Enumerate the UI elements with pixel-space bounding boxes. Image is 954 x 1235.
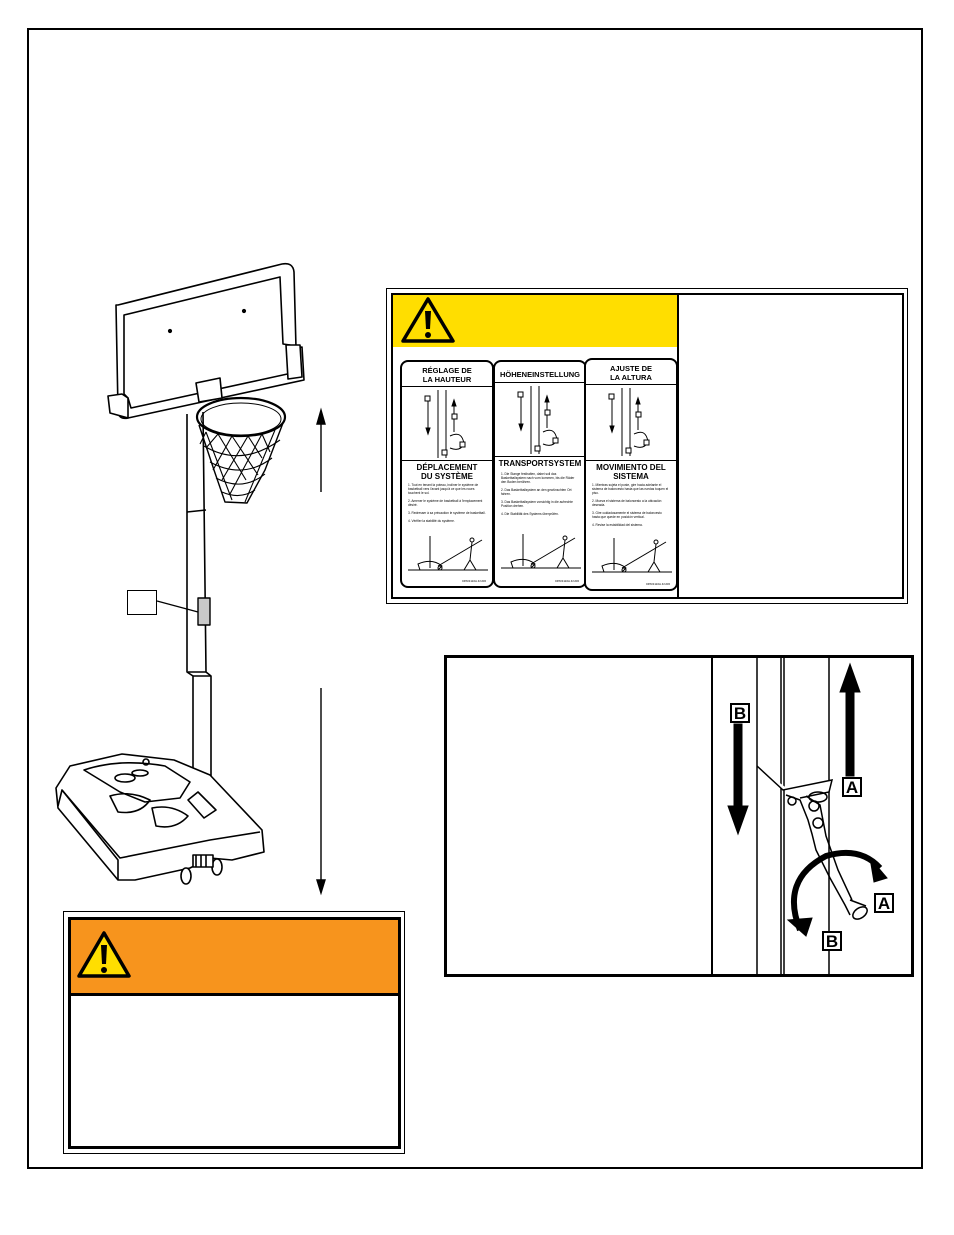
- card-steps: 1. Die Stange festhalten, dabei soll das…: [501, 472, 579, 520]
- card-step: 2. Mueva el sistema de baloncesto a la u…: [592, 499, 662, 508]
- card-separator: [586, 384, 676, 385]
- card-title-line2: LA HAUTEUR: [422, 375, 472, 384]
- label-a-top: A: [842, 777, 862, 797]
- card-title-line1: HÖHENEINSTELLUNG: [499, 370, 580, 379]
- card-separator: [402, 460, 492, 461]
- warning-outer-border: [63, 911, 405, 1154]
- card-separator: [586, 460, 676, 461]
- warning-triangle-icon: [77, 931, 131, 978]
- label-a-bottom: A: [874, 893, 894, 913]
- warning-header-orange: [71, 920, 398, 994]
- card-separator: [495, 456, 585, 457]
- warning-inner-border: [68, 917, 401, 1149]
- card-separator: [402, 386, 492, 387]
- crank-mechanism-diagram: [727, 658, 888, 974]
- card-section-line1: TRANSPORTSYSTEM: [498, 459, 582, 468]
- card-title-line1: AJUSTE DE: [609, 364, 653, 373]
- card-title-line1: RÉGLAGE DE: [422, 366, 472, 375]
- card-separator: [495, 382, 585, 383]
- card-step: 3. Das Basketballsystem vorsichtig in di…: [501, 500, 573, 509]
- card-section-line1: DÉPLACEMENT: [416, 463, 478, 472]
- label-card-french: RÉGLAGE DE LA HAUTEUR DÉPLACEMENT DU SYS…: [400, 360, 494, 588]
- card-step: 1. Tout en tenant la poteau, incliner le…: [408, 483, 479, 496]
- card-steps: 1. Tout en tenant la poteau, incliner le…: [408, 483, 486, 526]
- callout-box: [127, 590, 157, 615]
- label-divider: [677, 295, 679, 597]
- card-steps: 1. Mientras sujeta el poste, gire hacia …: [592, 483, 670, 531]
- card-step: 4. Die Stabilität des Systems überprüfen…: [501, 511, 559, 516]
- transport-diagram: [408, 536, 488, 571]
- height-adjust-diagram: [608, 388, 650, 456]
- label-card-spanish: AJUSTE DE LA ALTURA MOVIMIENTO DEL SISTE…: [584, 358, 678, 591]
- card-step: 4. Revise la estabilidad del sistema.: [592, 522, 643, 527]
- card-code: DPR4110A 4/1/06: [555, 579, 579, 583]
- card-section-line2: DU SYSTÈME: [420, 472, 473, 481]
- label-inner-border: [391, 293, 904, 599]
- warning-header-rule: [71, 993, 398, 996]
- card-step: 2. Amener le système de basketball à l'e…: [408, 499, 483, 508]
- warning-triangle-icon: [401, 297, 455, 343]
- card-code: DPR4110A 4/1/06: [646, 582, 670, 586]
- label-outer-border: [386, 288, 908, 604]
- card-step: 3. Redresser à sa précaution le système …: [408, 511, 486, 516]
- height-adjust-diagram: [517, 386, 559, 454]
- detail-divider: [711, 658, 713, 974]
- page-frame: [27, 28, 923, 1169]
- label-b-bottom: B: [822, 931, 842, 951]
- label-card-german: HÖHENEINSTELLUNG TRANSPORTSYSTEM 1. Die …: [493, 360, 587, 588]
- transport-diagram: [501, 534, 581, 569]
- card-step: 2. Das Basketballsystem an den gewünscht…: [501, 488, 572, 497]
- card-step: 3. Gire cuidadosamente el sistema de bal…: [592, 511, 662, 520]
- label-b-top: B: [730, 703, 750, 723]
- card-title-line2: LA ALTURA: [610, 373, 652, 382]
- card-step: 1. Mientras sujeta el poste, gire hacia …: [592, 483, 669, 496]
- height-adjust-diagram: [424, 390, 466, 458]
- adjustment-detail-box: [444, 655, 914, 977]
- card-section-line2: SISTEMA: [613, 472, 649, 481]
- card-step: 4. Vérifier la stabilité du système.: [408, 518, 455, 523]
- transport-diagram: [592, 538, 672, 573]
- card-step: 1. Die Stange festhalten, dabei soll das…: [501, 472, 575, 485]
- card-code: DPR4110A 4/1/06: [462, 579, 486, 583]
- basketball-system-illustration: [55, 262, 326, 896]
- card-section-line1: MOVIMIENTO DEL: [596, 463, 666, 472]
